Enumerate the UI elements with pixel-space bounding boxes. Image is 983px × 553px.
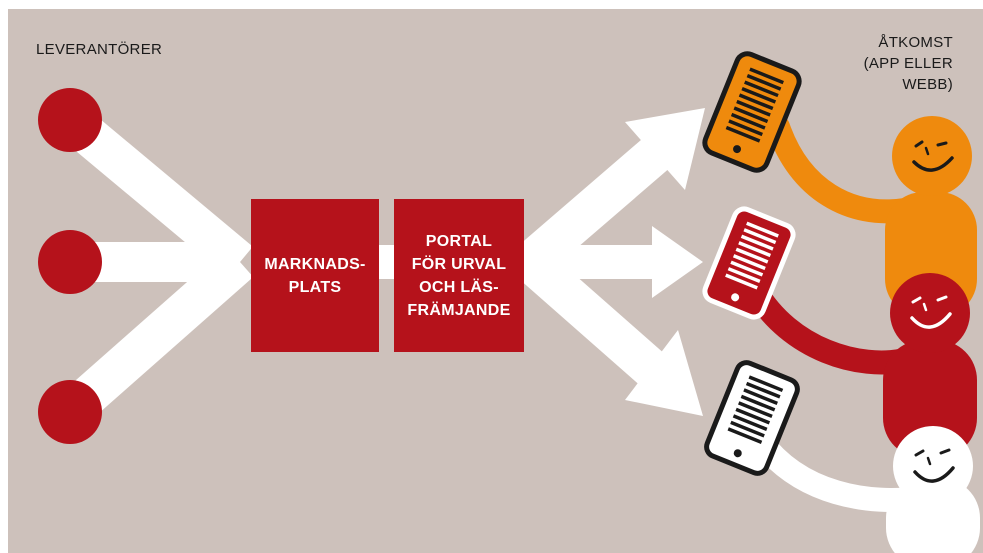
head-white — [893, 426, 973, 506]
smiley-orange-icon — [912, 140, 954, 172]
portal-box: PORTAL FÖR URVAL OCH LÄS- FRÄMJANDE — [394, 199, 524, 352]
orange-phone-icon — [702, 51, 802, 173]
person-white — [748, 426, 980, 553]
arm-orange — [766, 115, 917, 224]
head-orange — [892, 116, 972, 196]
supplier-nodes — [38, 88, 102, 444]
marketplace-label: MARKNADS- PLATS — [264, 255, 366, 296]
output-arrows — [516, 108, 705, 416]
portal-label: PORTAL FÖR URVAL OCH LÄS- FRÄMJANDE — [407, 232, 511, 319]
red-phone-icon — [702, 206, 796, 320]
smiley-white-icon — [913, 448, 955, 483]
person-red — [743, 273, 977, 458]
white-phone-icon — [704, 360, 800, 476]
arrow-shaft-down — [516, 246, 669, 388]
supplier-node-icon — [38, 230, 102, 294]
branch-bottom — [56, 247, 254, 427]
flow-graphic — [38, 51, 980, 553]
body-red — [883, 340, 977, 458]
smiley-red-icon — [910, 295, 952, 329]
supplier-node-icon — [38, 88, 102, 152]
arm-red — [743, 278, 917, 375]
arrow-shaft-up — [516, 134, 674, 278]
branch-top — [57, 104, 253, 278]
head-red — [890, 273, 970, 353]
access-label: ÅTKOMST (APP ELLER WEBB) — [863, 34, 953, 93]
arrowhead-middle-icon — [652, 226, 703, 298]
suppliers-label: LEVERANTÖRER — [36, 41, 163, 58]
marketplace-box: MARKNADS- PLATS — [251, 199, 379, 352]
arrowhead-up-icon — [625, 108, 705, 190]
arrowhead-down-icon — [625, 330, 703, 416]
diagram-canvas: MARKNADS- PLATS PORTAL FÖR URVAL OCH LÄS… — [8, 9, 983, 553]
supplier-node-icon — [38, 380, 102, 444]
